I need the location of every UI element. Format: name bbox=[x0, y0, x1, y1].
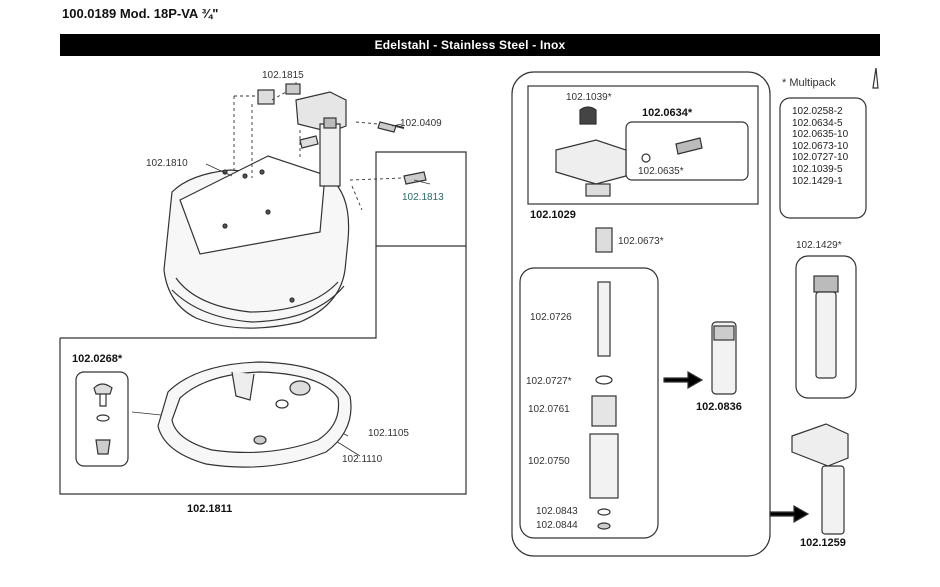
label-102-1813: 102.1813 bbox=[402, 192, 444, 203]
multipack-item: 102.0727-10 bbox=[792, 152, 849, 164]
label-102-1810: 102.1810 bbox=[146, 158, 188, 169]
complete-valve-illustration bbox=[791, 423, 849, 535]
label-102-0843: 102.0843 bbox=[536, 506, 578, 517]
bowl-insert-illustration bbox=[157, 361, 352, 468]
label-102-0634: 102.0634* bbox=[642, 107, 693, 119]
page-title: 100.0189 Mod. 18P-VA ¾" bbox=[62, 6, 219, 21]
zoom-frame-lower bbox=[59, 246, 467, 495]
multipack-list: 102.0258-2 102.0634-5 102.0635-10 102.06… bbox=[792, 106, 848, 187]
label-102-0844: 102.0844 bbox=[536, 520, 578, 531]
valve-assembly-illustration bbox=[257, 83, 427, 187]
valve-head-frame bbox=[527, 85, 759, 205]
label-102-1110: 102.1110 bbox=[342, 454, 383, 465]
multipack-item: 102.0635-10 bbox=[792, 129, 849, 141]
label-102-0761: 102.0761 bbox=[528, 404, 570, 415]
assembled-cartridge-illustration bbox=[711, 321, 737, 395]
valve-kit-frame bbox=[511, 71, 771, 557]
drinking-bowl-illustration bbox=[163, 155, 350, 329]
multipack-frame bbox=[779, 97, 867, 219]
multipack-icon bbox=[872, 67, 879, 89]
arrow-to-102-1259 bbox=[769, 504, 810, 524]
label-102-1259: 102.1259 bbox=[800, 537, 846, 549]
label-102-1429: 102.1429* bbox=[796, 240, 842, 251]
label-102-1039: 102.1039* bbox=[566, 92, 612, 103]
material-banner: Edelstahl - Stainless Steel - Inox bbox=[60, 34, 880, 56]
multipack-item: 102.1429-1 bbox=[792, 175, 843, 187]
multipack-item: 102.1039-5 bbox=[792, 163, 843, 175]
label-102-0635: 102.0635* bbox=[638, 166, 684, 177]
label-102-0673: 102.0673* bbox=[618, 236, 664, 247]
label-102-0836: 102.0836 bbox=[696, 401, 742, 413]
drain-plug-illustration bbox=[93, 383, 113, 455]
multipack-label: * Multipack bbox=[782, 77, 836, 89]
valve-head-illustration bbox=[555, 106, 703, 197]
valve-pin-illustration bbox=[813, 275, 839, 379]
assembly-guide-lines bbox=[233, 91, 405, 211]
multipack-item: 102.0634-5 bbox=[792, 117, 843, 129]
arrow-to-102-0836 bbox=[663, 370, 704, 390]
multipack-item: 102.0258-2 bbox=[792, 106, 843, 117]
label-102-1105: 102.1105 bbox=[368, 428, 409, 439]
cartridge-frame bbox=[519, 267, 659, 539]
label-102-0726: 102.0726 bbox=[530, 312, 572, 323]
label-102-0268: 102.0268* bbox=[72, 353, 123, 365]
label-102-0750: 102.0750 bbox=[528, 456, 570, 467]
label-102-1811: 102.1811 bbox=[187, 503, 233, 515]
label-102-0409: 102.0409 bbox=[400, 118, 442, 129]
label-102-1029: 102.1029 bbox=[530, 209, 576, 221]
label-102-1815: 102.1815 bbox=[262, 70, 304, 81]
cartridge-illustration bbox=[589, 227, 619, 530]
multipack-item: 102.0673-10 bbox=[792, 140, 849, 152]
frame-102-0268 bbox=[75, 371, 129, 467]
label-102-0727: 102.0727* bbox=[526, 376, 572, 387]
frame-102-1429 bbox=[795, 255, 857, 399]
